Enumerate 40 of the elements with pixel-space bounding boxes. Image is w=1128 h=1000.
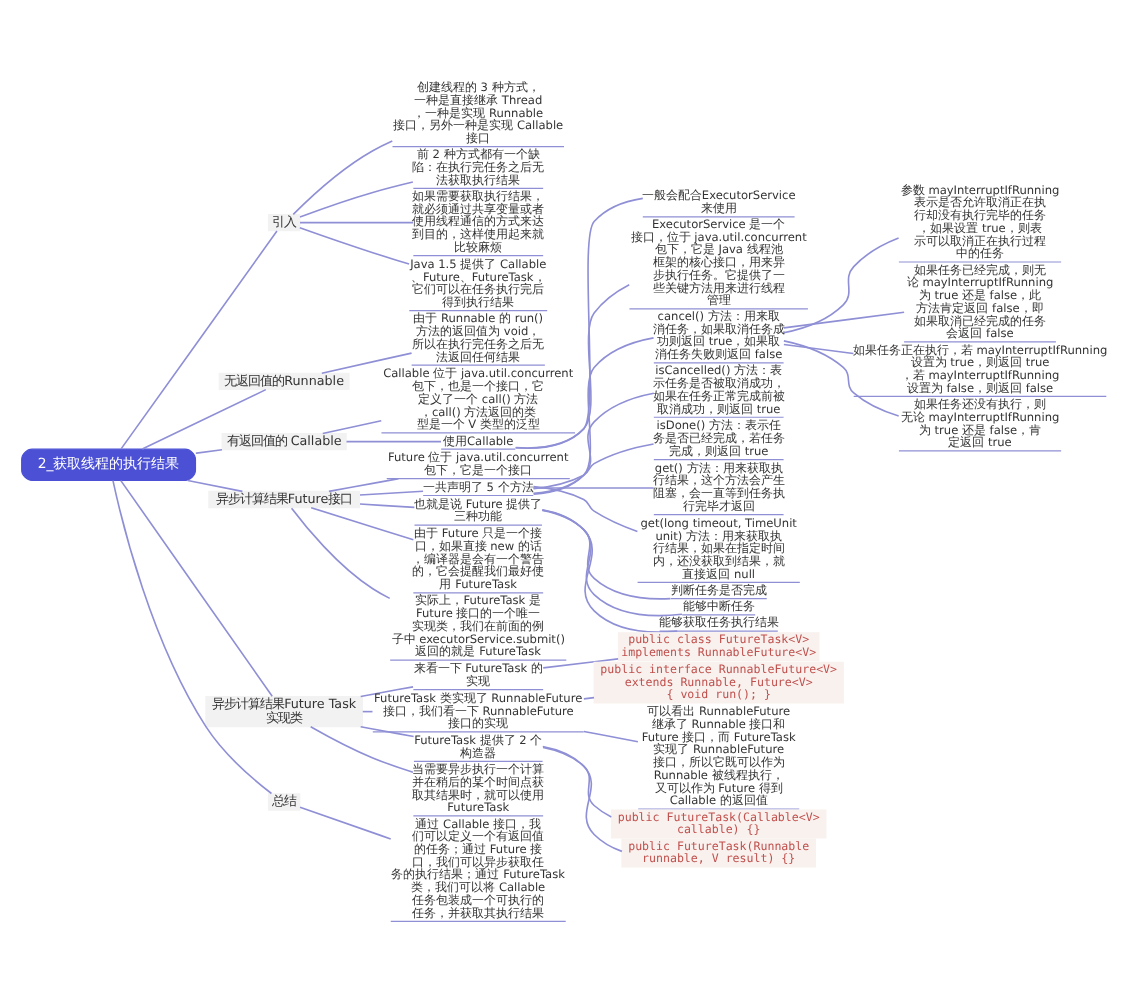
connector: [583, 729, 639, 742]
connector: [292, 139, 394, 215]
connector: [120, 478, 273, 697]
connector: [310, 505, 415, 540]
connector: [359, 724, 415, 737]
connector: [542, 745, 613, 817]
connector: [541, 508, 672, 599]
connector: [328, 476, 400, 492]
connector: [359, 502, 416, 508]
connector: [359, 489, 424, 495]
connector: [186, 478, 244, 492]
connector: [299, 805, 392, 839]
connector: [299, 180, 414, 217]
connector: [112, 478, 273, 794]
connector: [783, 342, 855, 354]
connector: [783, 339, 900, 416]
connector: [299, 225, 410, 264]
connector: [195, 447, 223, 454]
connector: [290, 506, 391, 599]
connector: [321, 418, 383, 434]
connector: [309, 724, 414, 772]
connector: [782, 236, 900, 333]
connector: [345, 439, 442, 442]
connector: [532, 484, 639, 532]
connector: [120, 229, 278, 449]
connector: [141, 387, 267, 449]
connector: [532, 486, 655, 488]
connector: [541, 744, 623, 852]
connector: [541, 508, 683, 616]
connector: [321, 351, 413, 373]
connector: [783, 310, 905, 328]
connector: [583, 695, 595, 699]
connector: [532, 391, 655, 494]
connector: [515, 282, 631, 448]
connector: [542, 657, 619, 668]
connector: [299, 220, 414, 223]
connector: [359, 685, 414, 697]
connector: [514, 196, 644, 449]
connector: [532, 442, 655, 489]
connector: [532, 336, 655, 494]
